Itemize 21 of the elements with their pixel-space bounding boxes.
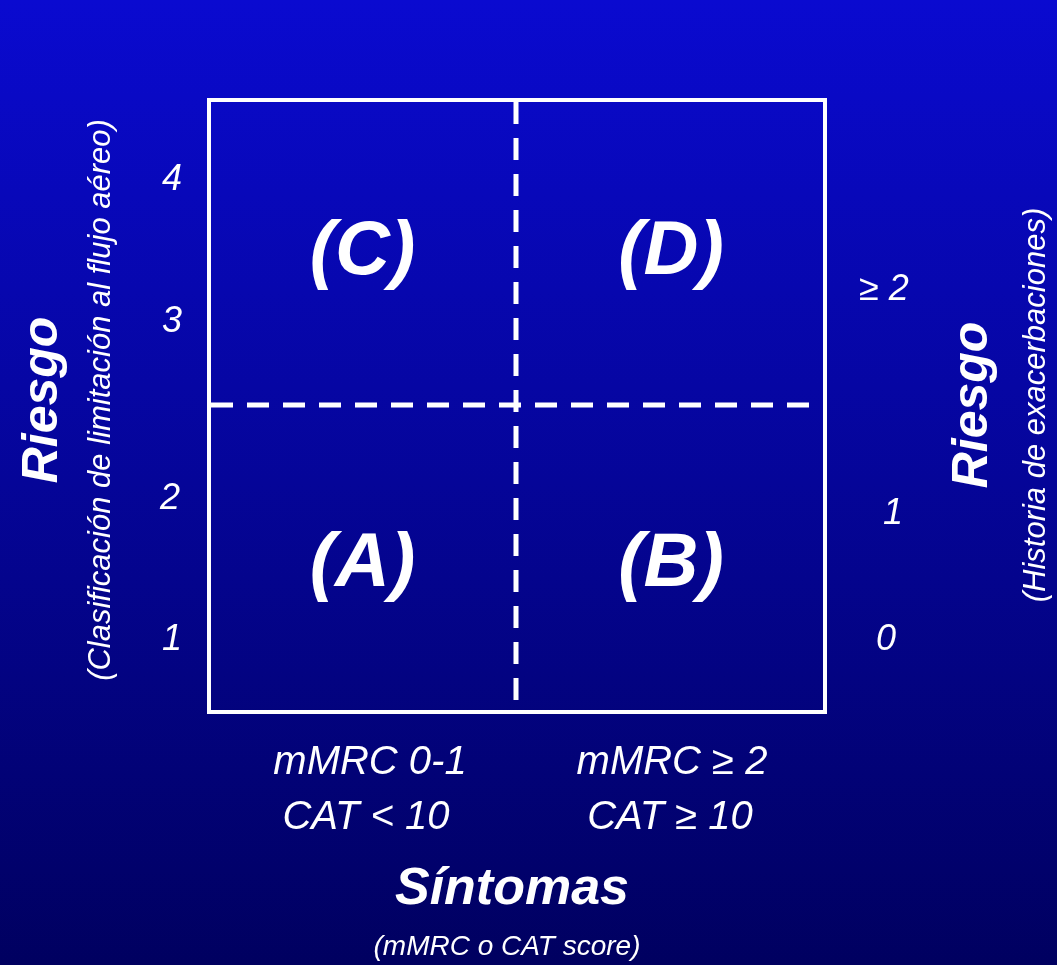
axis-tick-label: 2 <box>160 476 180 518</box>
quadrant-cell: (D) <box>519 97 823 398</box>
column-label: mMRC ≥ 2 <box>576 737 768 783</box>
axis-tick-label: ≥ 2 <box>859 267 909 309</box>
axis-tick-label: 4 <box>162 157 182 199</box>
axis-title: Riesgo <box>941 321 999 489</box>
column-label: mMRC 0-1 <box>273 737 467 783</box>
axis-subtitle: (Clasificación de limitación al flujo aéreo) <box>82 119 118 681</box>
axis-title: Síntomas <box>394 856 630 916</box>
column-label: CAT < 10 <box>282 792 450 838</box>
axis-tick-label: 3 <box>162 299 182 341</box>
quadrant-cell: (B) <box>519 408 823 710</box>
axis-tick-label: 0 <box>876 617 896 659</box>
axis-title: Riesgo <box>11 316 69 484</box>
axis-tick-label: 1 <box>162 617 182 659</box>
axis-subtitle: (mMRC o CAT score) <box>373 930 641 962</box>
quadrant-cell: (A) <box>211 408 514 710</box>
quadrant-cell: (C) <box>211 97 514 398</box>
axis-subtitle: (Historia de exacerbaciones) <box>1017 207 1053 603</box>
axis-tick-label: 1 <box>883 491 903 533</box>
column-label: CAT ≥ 10 <box>587 792 753 838</box>
